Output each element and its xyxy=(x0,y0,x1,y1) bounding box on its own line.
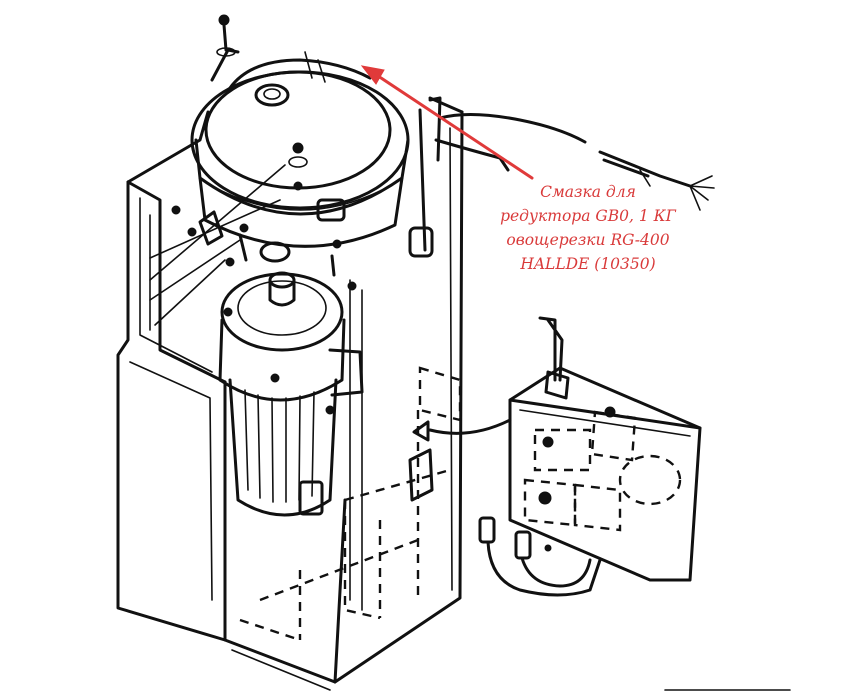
bowl-assembly xyxy=(190,48,410,248)
motor xyxy=(218,271,364,517)
control-box xyxy=(412,316,791,691)
hidden-internals xyxy=(239,366,462,642)
annotation-line-3: овощерезки RG-400 xyxy=(506,231,670,249)
grease-annotation: Смазка для редуктора GB0, 1 КГ овощерезк… xyxy=(488,180,688,276)
annotation-line-1: Смазка для xyxy=(540,183,636,201)
annotation-arrow xyxy=(360,65,534,180)
annotation-line-2: редуктора GB0, 1 КГ xyxy=(500,207,676,225)
fasteners xyxy=(149,14,357,326)
cable-switch xyxy=(408,96,715,258)
machine-housing xyxy=(116,96,464,691)
annotation-line-4: HALLDE (10350) xyxy=(520,255,656,273)
